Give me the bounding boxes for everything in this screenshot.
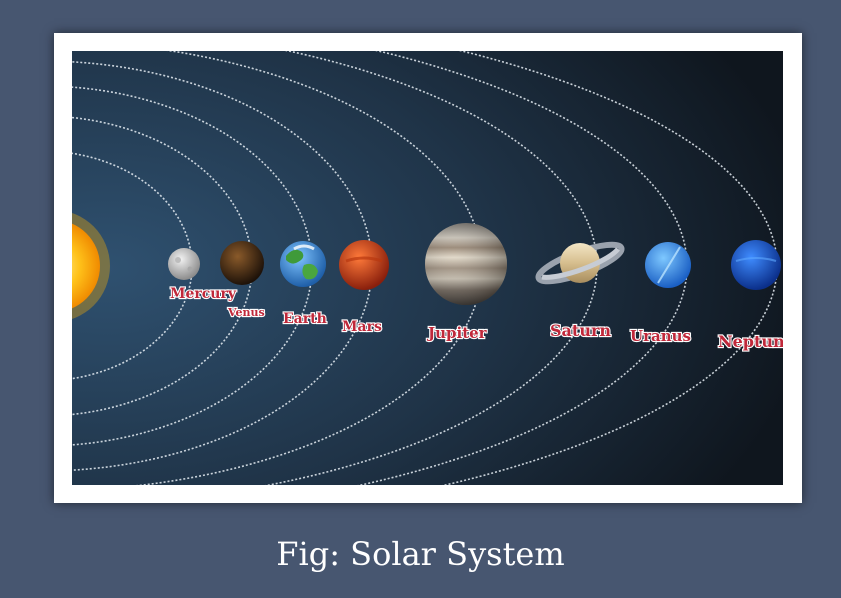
planet-label-jupiter: Jupiter [426,324,488,342]
planet-label-mercury: Mercury [170,286,237,302]
planet-label-neptune: Neptune [718,332,783,351]
mars-icon [339,240,389,290]
planet-label-earth: Earth [283,311,327,327]
earth-icon [280,241,326,287]
saturn-icon [535,241,625,285]
uranus-icon [645,242,691,288]
sun-icon [72,212,110,320]
figure-caption: Fig: Solar System [276,535,565,573]
planet-label-venus: Venus [227,306,265,319]
neptune-icon [731,240,781,290]
mercury-icon [168,248,200,280]
jupiter-icon [425,223,507,305]
venus-icon [220,241,264,285]
planet-label-mars: Mars [342,319,382,335]
planet-label-saturn: Saturn [550,321,611,340]
planet-label-uranus: Uranus [630,327,691,345]
